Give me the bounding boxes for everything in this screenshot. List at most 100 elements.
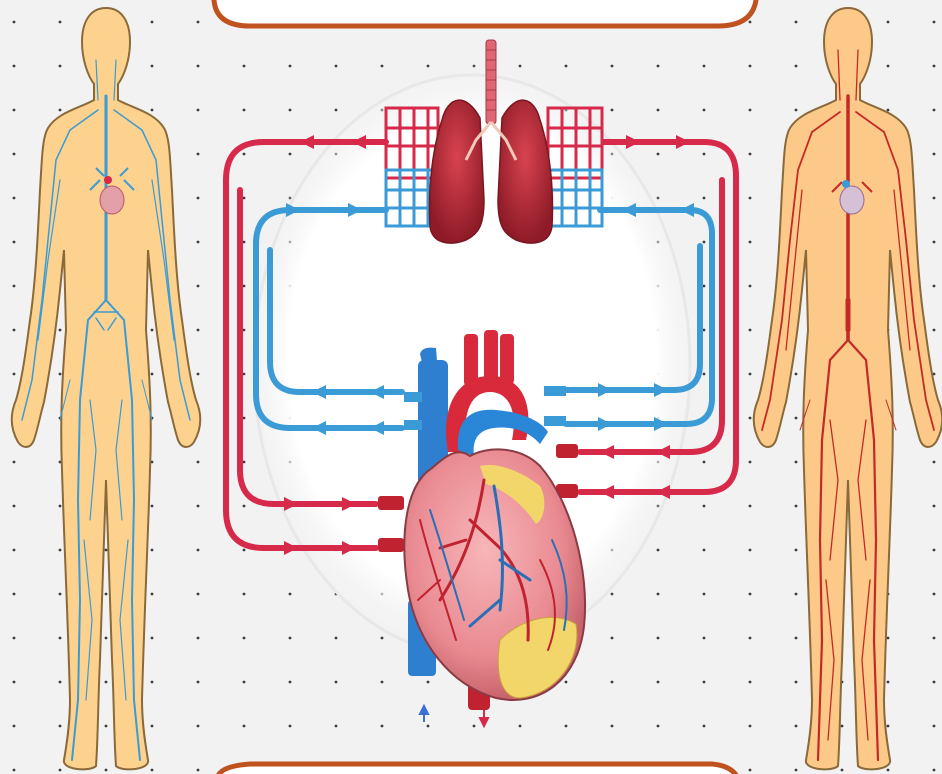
grid-dot [13, 637, 16, 640]
grid-dot [243, 197, 246, 200]
grid-dot [13, 153, 16, 156]
grid-dot [197, 637, 200, 640]
grid-dot [13, 461, 16, 464]
grid-dot [197, 241, 200, 244]
grid-dot [933, 593, 936, 596]
grid-dot [197, 593, 200, 596]
grid-dot [887, 65, 890, 68]
bottom-banner [218, 764, 740, 774]
grid-dot [197, 197, 200, 200]
grid-dot [105, 593, 108, 596]
grid-dot [243, 505, 246, 508]
grid-dot [657, 725, 660, 728]
grid-dot [289, 65, 292, 68]
grid-dot [933, 109, 936, 112]
grid-dot [657, 65, 660, 68]
grid-dot [887, 725, 890, 728]
aorta-branch-1 [464, 334, 478, 386]
grid-dot [243, 593, 246, 596]
grid-dot [795, 637, 798, 640]
grid-dot [749, 285, 752, 288]
grid-dot [13, 373, 16, 376]
grid-dot [887, 681, 890, 684]
grid-dot [151, 109, 154, 112]
grid-dot [13, 65, 16, 68]
grid-dot [151, 505, 154, 508]
grid-dot [841, 725, 844, 728]
grid-dot [703, 373, 706, 376]
grid-dot [657, 637, 660, 640]
grid-dot [795, 769, 798, 772]
grid-dot [933, 197, 936, 200]
vessel-stub-right-blue [544, 386, 566, 396]
grid-dot [243, 549, 246, 552]
grid-dot [151, 769, 154, 772]
grid-dot [749, 725, 752, 728]
body-figure-arteries [754, 8, 942, 769]
grid-dot [197, 21, 200, 24]
trachea [486, 40, 496, 124]
grid-dot [703, 153, 706, 156]
grid-dot [151, 725, 154, 728]
grid-dot [795, 21, 798, 24]
vessel-stub-left-red-2 [378, 538, 404, 552]
grid-dot [59, 681, 62, 684]
grid-dot [59, 109, 62, 112]
ivc-arrow-icon [420, 706, 428, 722]
grid-dot [197, 285, 200, 288]
grid-dot [703, 681, 706, 684]
grid-dot [703, 637, 706, 640]
grid-dot [841, 769, 844, 772]
grid-dot [749, 109, 752, 112]
grid-dot [795, 65, 798, 68]
grid-dot [381, 725, 384, 728]
vessel-stub-right-red [556, 444, 578, 458]
grid-dot [933, 637, 936, 640]
arrow-blue [680, 203, 694, 217]
grid-dot [795, 681, 798, 684]
aorta-branch-3 [500, 334, 514, 384]
arrow-red [676, 135, 690, 149]
top-banner [214, 0, 756, 26]
grid-dot [749, 417, 752, 420]
grid-dot [381, 65, 384, 68]
grid-dot [197, 769, 200, 772]
grid-dot [749, 593, 752, 596]
grid-dot [335, 109, 338, 112]
grid-dot [151, 593, 154, 596]
grid-dot [13, 285, 16, 288]
grid-dot [933, 549, 936, 552]
grid-dot [749, 505, 752, 508]
grid-dot [105, 549, 108, 552]
grid-dot [289, 681, 292, 684]
grid-dot [243, 461, 246, 464]
grid-dot [657, 593, 660, 596]
grid-dot [933, 769, 936, 772]
grid-dot [59, 373, 62, 376]
grid-dot [59, 725, 62, 728]
grid-dot [197, 725, 200, 728]
grid-dot [13, 197, 16, 200]
grid-dot [703, 197, 706, 200]
grid-dot [611, 65, 614, 68]
grid-dot [749, 549, 752, 552]
grid-dot [335, 637, 338, 640]
grid-dot [933, 241, 936, 244]
grid-dot [13, 593, 16, 596]
grid-dot [151, 549, 154, 552]
grid-dot [243, 109, 246, 112]
grid-dot [335, 725, 338, 728]
grid-dot [749, 373, 752, 376]
grid-dot [749, 153, 752, 156]
grid-dot [151, 21, 154, 24]
grid-dot [749, 21, 752, 24]
grid-dot [703, 65, 706, 68]
grid-dot [59, 21, 62, 24]
grid-dot [887, 109, 890, 112]
grid-dot [795, 461, 798, 464]
grid-dot [795, 373, 798, 376]
grid-dot [13, 505, 16, 508]
grid-dot [703, 285, 706, 288]
grid-dot [933, 65, 936, 68]
